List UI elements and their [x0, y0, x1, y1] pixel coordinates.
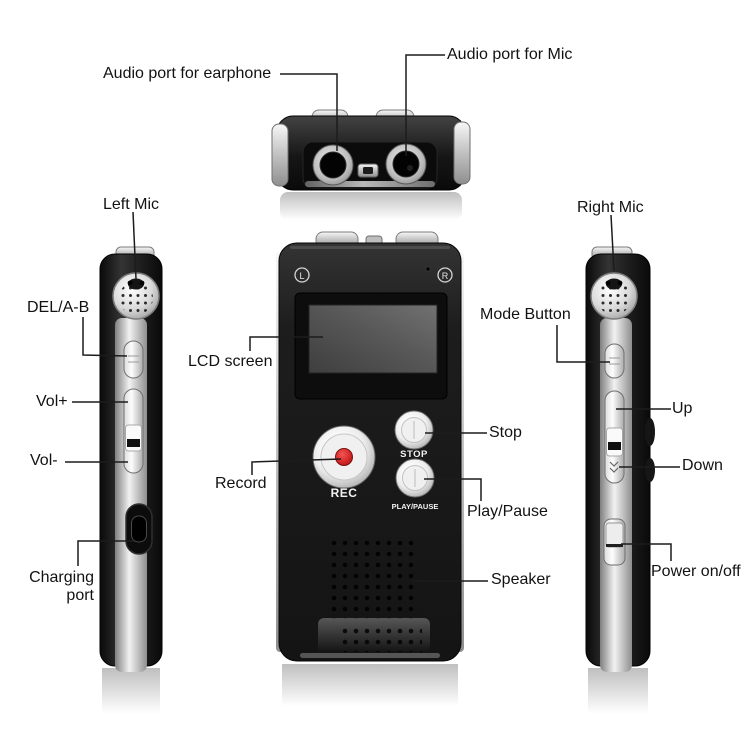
- callout-label-left-mic: Left Mic: [103, 196, 160, 213]
- front-mic-hole: [425, 266, 431, 272]
- stop-button: [394, 410, 434, 450]
- device-left-side-view: [99, 246, 163, 714]
- top-view-left-cap: [271, 123, 289, 187]
- callout-label-power: Power on/off: [651, 563, 741, 580]
- callout-label-right-mic: Right Mic: [577, 199, 644, 216]
- front-bottom-edge: [300, 653, 440, 658]
- callout-line-del-ab: [82, 317, 128, 357]
- svg-text:R: R: [442, 271, 449, 281]
- play-pause-button: [395, 458, 435, 498]
- right-channel-mark: R: [437, 267, 453, 283]
- top-view-switch-slot: [363, 167, 373, 174]
- callout-label-play-pause: Play/Pause: [467, 503, 548, 520]
- callout-line-charging-port: [77, 540, 134, 566]
- left-channel-mark: L: [294, 267, 310, 283]
- record-button: [312, 425, 376, 489]
- front-top-highlight: [290, 246, 450, 249]
- callout-line-right-mic: [610, 214, 615, 272]
- callout-label-earphone-port: Audio port for earphone: [103, 65, 272, 82]
- callout-line-play-pause: [424, 478, 482, 501]
- speaker-grille: [330, 541, 420, 619]
- callout-label-stop: Stop: [489, 424, 522, 441]
- callout-label-lcd-screen: LCD screen: [188, 353, 273, 370]
- callout-line-lcd: [249, 336, 323, 351]
- callout-line-left-mic: [132, 211, 137, 280]
- top-view-right-cap: [453, 121, 471, 185]
- speaker-grille-lower: [338, 624, 422, 652]
- device-right-side-view: [585, 246, 655, 714]
- callout-label-speaker: Speaker: [491, 571, 551, 588]
- right-edge-bump-2: [645, 458, 655, 482]
- right-edge-bump-1: [645, 418, 655, 446]
- earphone-jack: [312, 144, 354, 186]
- callout-label-up: Up: [672, 400, 693, 417]
- play-pause-button-label: PLAY/PAUSE: [392, 502, 439, 511]
- rec-button-label: REC: [331, 486, 358, 500]
- power-switch: [603, 518, 626, 566]
- callout-line-earphone-port: [280, 73, 338, 151]
- right-mic: [590, 272, 638, 320]
- mic-jack: [385, 143, 427, 185]
- callout-label-mic-port: Audio port for Mic: [447, 46, 573, 63]
- device-top-view: [271, 109, 471, 220]
- callout-line-mode-button: [556, 325, 610, 363]
- callout-lines: [65, 54, 680, 582]
- callout-label-mode-button: Mode Button: [480, 306, 571, 323]
- callout-line-mic-port: [405, 54, 445, 156]
- lcd-screen: [308, 304, 438, 374]
- del-ab-button: [123, 340, 144, 379]
- front-reflection: [282, 664, 458, 706]
- stop-button-label: STOP: [400, 449, 428, 460]
- left-mic: [112, 272, 160, 320]
- left-side-reflection: [102, 668, 160, 714]
- charging-port: [125, 503, 153, 555]
- callout-label-down: Down: [682, 457, 723, 474]
- callout-line-record: [251, 458, 342, 475]
- callout-label-vol-plus: Vol+: [36, 393, 68, 410]
- svg-text:L: L: [299, 271, 304, 281]
- callout-label-vol-minus: Vol-: [30, 452, 58, 469]
- top-view-shadow: [280, 192, 462, 220]
- callout-label-del-ab: DEL/A-B: [27, 299, 90, 316]
- mode-button: [604, 343, 625, 379]
- up-down-rocker: [604, 390, 625, 484]
- callout-line-power: [621, 543, 672, 561]
- callout-label-charging-port: Charging port: [29, 569, 94, 604]
- volume-rocker: [123, 388, 144, 474]
- device-front-view: L R STOP REC PLAY/PAUSE: [276, 231, 464, 706]
- callout-label-record: Record: [215, 475, 267, 492]
- right-side-reflection: [588, 668, 648, 714]
